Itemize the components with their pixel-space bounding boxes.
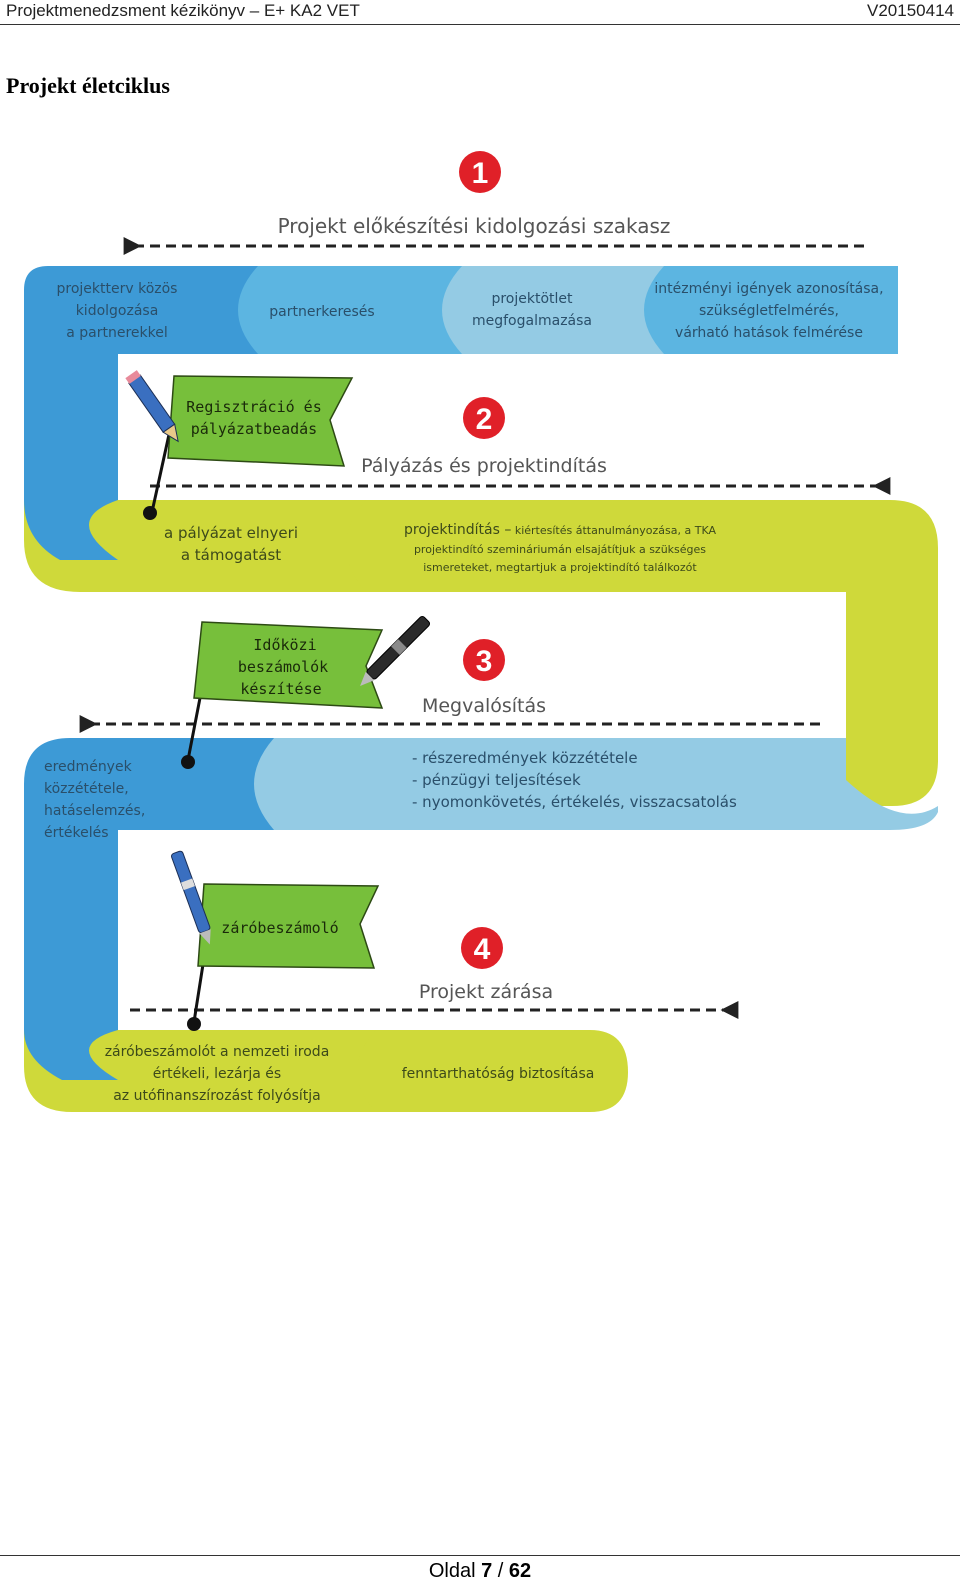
flag-2: Időközi beszámolók készítése xyxy=(181,615,431,769)
stage-2-number: 2 xyxy=(476,403,493,436)
band-2-right-bold: projektindítás – xyxy=(404,522,511,538)
band-2-text: a pályázat elnyeri a támogatást projekti… xyxy=(164,522,716,574)
band-1-item-1-line-1: projektterv közös xyxy=(57,281,178,297)
stage-3-title: Megvalósítás xyxy=(422,695,546,717)
flag-2-line-1: Időközi xyxy=(253,636,316,654)
flag-3-line-1: záróbeszámoló xyxy=(221,919,338,937)
band-4-left-line-1: záróbeszámolót a nemzeti iroda xyxy=(105,1044,330,1060)
flag-1-pole-base xyxy=(143,506,157,520)
band-1-text: projektterv közös kidolgozása a partnere… xyxy=(57,281,884,341)
band-4-text: záróbeszámolót a nemzeti iroda értékeli,… xyxy=(105,1044,595,1104)
flag-2-pole-base xyxy=(181,755,195,769)
header-document-title: Projektmenedzsment kézikönyv – E+ KA2 VE… xyxy=(6,1,360,20)
band-1-segment-3 xyxy=(408,266,664,354)
stage-1-marker: 1 xyxy=(459,151,501,193)
page-title: Projekt életciklus xyxy=(6,73,170,98)
flag-1-line-2: pályázatbeadás xyxy=(191,420,317,438)
band-1-segment-4 xyxy=(610,266,898,354)
band-2-segment-right xyxy=(312,500,938,592)
band-1-item-2-line-1: partnerkeresés xyxy=(269,304,374,320)
stage-1-title: Projekt előkészítési kidolgozási szakasz xyxy=(278,214,671,238)
flag-3-pole-base xyxy=(187,1017,201,1031)
band-2-segments xyxy=(24,470,938,592)
band-4-blue-curve xyxy=(24,1000,118,1080)
band-1-segments xyxy=(24,266,898,400)
band-3-left-line-4: értékelés xyxy=(44,825,109,841)
band-2-left-line-2: a támogatást xyxy=(181,546,281,564)
band-1-item-1-line-2: kidolgozása xyxy=(76,303,159,319)
page-header: Projektmenedzsment kézikönyv – E+ KA2 VE… xyxy=(0,0,960,25)
band-4-left-line-2: értékeli, lezárja és xyxy=(153,1066,281,1082)
band-3-right-line-1: - részeredmények közzététele xyxy=(412,749,638,767)
stage-4-number: 4 xyxy=(474,933,491,966)
band-2-right-line-2: projektindító szemináriumán elsajátítjuk… xyxy=(414,543,706,556)
flag-2-line-2: beszámolók xyxy=(238,658,328,676)
flag-1: Regisztráció és pályázatbeadás xyxy=(125,370,354,520)
band-2-left-line-1: a pályázat elnyeri xyxy=(164,524,298,542)
flag-1-line-1: Regisztráció és xyxy=(186,398,321,416)
left-connector-3-4 xyxy=(24,860,118,1030)
pencil-icon xyxy=(125,370,179,443)
stage-2-marker: 2 xyxy=(463,397,505,439)
stage-2-title: Pályázás és projektindítás xyxy=(361,455,607,477)
band-4-left-line-3: az utófinanszírozást folyósítja xyxy=(113,1088,321,1104)
stage-3-marker: 3 xyxy=(463,639,505,681)
page-footer: Oldal 7 / 62 xyxy=(0,1560,960,1583)
band-3-right-line-2: - pénzügyi teljesítések xyxy=(412,771,581,789)
band-3-segment-right xyxy=(219,738,938,830)
band-1-item-1-line-3: a partnerekkel xyxy=(66,325,168,341)
band-1-item-3-line-2: megfogalmazása xyxy=(472,313,592,329)
pen-icon xyxy=(360,615,431,686)
band-3-segments xyxy=(24,738,938,880)
flag-2-cloth xyxy=(193,621,384,709)
band-3-right-line-3: - nyomonkövetés, értékelés, visszacsatol… xyxy=(412,793,737,811)
stage-4-title: Projekt zárása xyxy=(419,981,553,1003)
footer-separator: / xyxy=(492,1560,509,1582)
band-4-segment-left xyxy=(24,1030,376,1112)
footer-total-pages: 62 xyxy=(508,1560,532,1582)
band-1-item-4-line-3: várható hatások felmérése xyxy=(675,325,863,341)
band-2-right-line-1: projektindítás – kiértesítés áttanulmány… xyxy=(404,522,716,538)
flag-2-pole xyxy=(186,697,202,761)
band-3-left-line-1: eredmények xyxy=(44,759,133,775)
footer-current-page: 7 xyxy=(481,1560,493,1582)
band-1-segment-1 xyxy=(24,266,258,400)
right-connector-2-3 xyxy=(846,560,938,806)
band-1-item-4-line-2: szükségletfelmérés, xyxy=(699,303,839,319)
band-2-blue-curve xyxy=(24,470,118,560)
band-2-right-line-3: ismereteket, megtartjuk a projektindító … xyxy=(423,561,697,574)
band-1-segment-2 xyxy=(202,266,462,354)
flag-1-pole xyxy=(150,429,172,513)
stage-3-number: 3 xyxy=(476,645,493,678)
stage-1-number: 1 xyxy=(472,157,489,190)
footer-prefix: Oldal xyxy=(428,1560,482,1582)
band-2-segment-left-fill xyxy=(24,500,366,592)
band-1-item-4-line-1: intézményi igények azonosítása, xyxy=(654,281,883,297)
band-4-segment-right xyxy=(322,1030,628,1112)
band-2-right-rest: kiértesítés áttanulmányozása, a TKA xyxy=(511,524,716,537)
stage-4-marker: 4 xyxy=(461,927,503,969)
band-4-right-line-1: fenntarthatóság biztosítása xyxy=(402,1066,595,1082)
flag-2-line-3: készítése xyxy=(240,680,321,698)
band-3-segment-left xyxy=(24,738,274,880)
band-3-left-line-3: hatáselemzés, xyxy=(44,803,145,819)
header-version: V20150414 xyxy=(867,1,954,20)
flag-3-cloth xyxy=(197,883,380,969)
flag-1-cloth xyxy=(167,375,354,467)
band-4-segments xyxy=(24,1000,628,1112)
band-3-left-line-2: közzététele, xyxy=(44,781,129,797)
band-3-text: eredmények közzététele, hatáselemzés, ér… xyxy=(44,749,737,841)
pen-icon-2 xyxy=(171,850,211,945)
flag-3: záróbeszámoló xyxy=(171,850,380,1031)
band-1-item-3-line-1: projektötlet xyxy=(491,291,573,307)
footer-divider xyxy=(0,1555,960,1556)
flag-3-pole xyxy=(192,957,206,1023)
